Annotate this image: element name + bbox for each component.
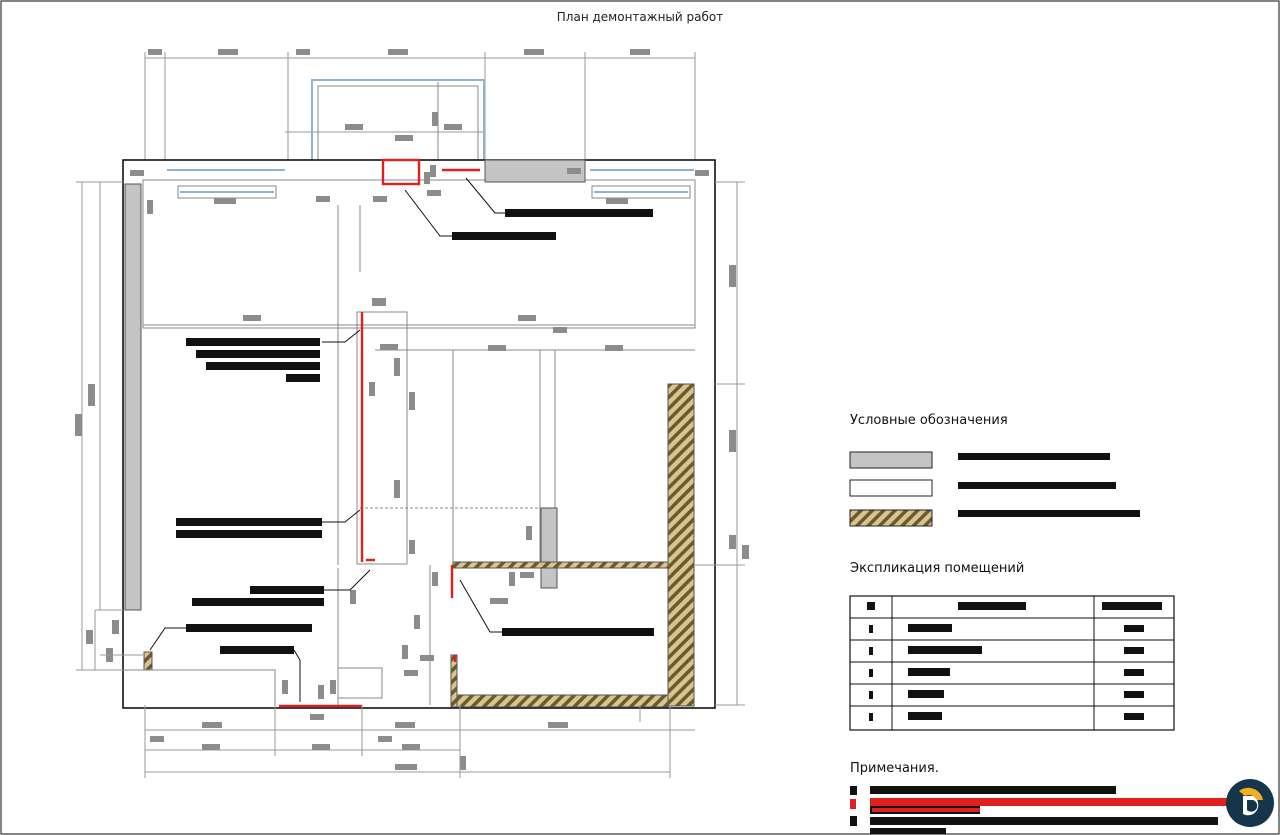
legend-heading: Условные обозначения <box>850 413 1008 428</box>
legend-swatch-hatch <box>849 509 933 527</box>
grey-wall-left <box>124 183 142 611</box>
legend: Условные обозначения <box>849 413 1140 527</box>
legend-swatch-white <box>849 479 933 497</box>
bottom-dimensions <box>144 705 695 778</box>
leader-annotations <box>149 177 654 702</box>
hatched-wall-right <box>667 383 695 707</box>
explication-heading: Экспликация помещений <box>850 561 1024 576</box>
notes: Примечания. <box>850 761 1230 834</box>
balcony-outline <box>311 79 485 160</box>
right-dimensions <box>695 181 749 706</box>
top-dimensions <box>144 49 696 160</box>
left-dimensions <box>75 181 143 671</box>
legend-swatch-grey <box>849 451 933 469</box>
notes-heading: Примечания. <box>850 761 939 776</box>
brand-logo-icon <box>1226 779 1274 827</box>
drawing-title: План демонтажный работ <box>557 10 723 24</box>
explication-table: Экспликация помещений <box>849 561 1175 731</box>
outer-walls <box>122 158 716 709</box>
